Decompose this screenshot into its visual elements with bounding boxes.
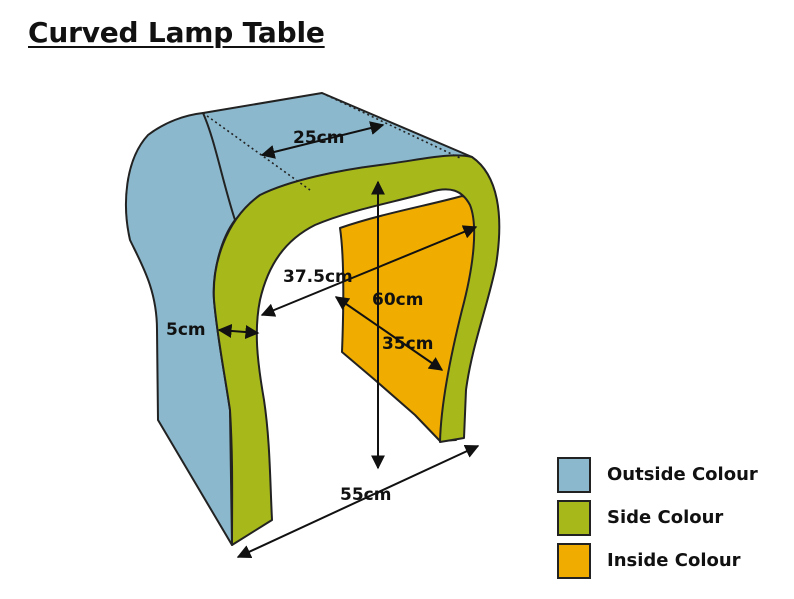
fold-line-back (321, 92, 461, 159)
inner-depth-label: 35cm (382, 334, 433, 354)
legend-label-outside: Outside Colour (607, 464, 758, 485)
width-arrow (236, 444, 480, 559)
legend-swatch-inside (557, 542, 591, 579)
thickness-label: 5cm (166, 320, 206, 340)
legend-label-side: Side Colour (607, 507, 724, 528)
width-label: 55cm (340, 485, 391, 505)
inner-depth-arrow (334, 296, 444, 371)
legend-swatch-outside (557, 456, 591, 493)
legend-item-inside: Inside Colour (557, 539, 758, 582)
inner-span-label: 37.5cm (283, 267, 353, 287)
inner-span-arrow (260, 225, 478, 317)
thickness-arrow (217, 323, 260, 340)
legend-item-side: Side Colour (557, 496, 758, 539)
legend-swatch-side (557, 499, 591, 536)
fold-line-front (202, 112, 311, 191)
depth-label: 25cm (293, 128, 344, 148)
page-title: Curved Lamp Table (28, 16, 325, 49)
legend-item-outside: Outside Colour (557, 453, 758, 496)
depth-arrow (260, 121, 385, 159)
color-legend: Outside Colour Side Colour Inside Colour (557, 453, 758, 582)
height-label: 60cm (372, 290, 423, 310)
legend-label-inside: Inside Colour (607, 550, 741, 571)
